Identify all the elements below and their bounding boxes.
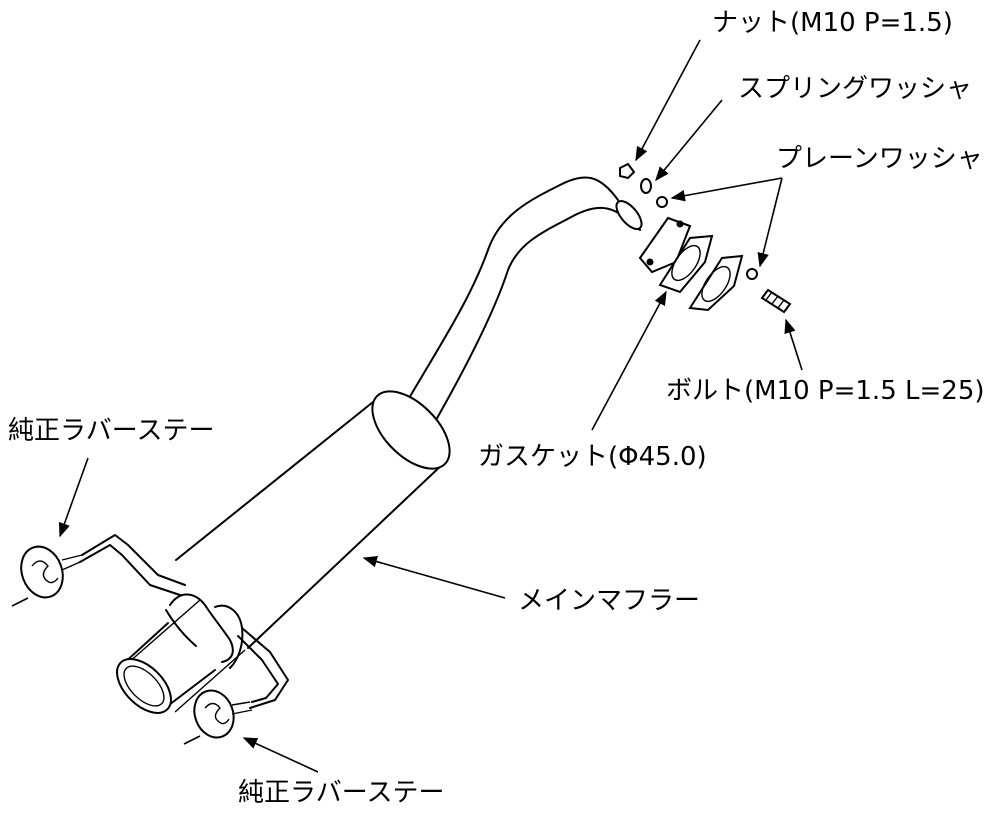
rubber-stay-left (11, 545, 83, 607)
exhaust-pipe (407, 176, 643, 421)
fastener-set (619, 162, 792, 314)
plain-washer-upper-shape (656, 196, 668, 208)
spring-washer-shape (640, 178, 652, 194)
bolt-label: ボルト(M10 P=1.5 L=25) (666, 376, 985, 406)
main-muffler-label: メインマフラー (518, 586, 701, 616)
plain-washer-label: プレーンワッシャ (776, 144, 983, 174)
nut-shape (619, 162, 636, 180)
pipe-flange (638, 216, 692, 274)
gasket-part (658, 234, 714, 294)
leader-lines (58, 39, 803, 773)
spring-washer-label: スプリングワッシャ (738, 74, 973, 104)
plain-washer-lower-shape (746, 268, 758, 280)
bolt-shape (760, 288, 792, 314)
rubber-stay-left-label: 純正ラバーステー (8, 416, 215, 446)
gasket-label: ガスケット(Φ45.0) (478, 442, 707, 472)
tailpipe (116, 622, 216, 714)
mating-flange (688, 254, 744, 312)
rubber-stay-bottom-label: 純正ラバーステー (238, 778, 445, 808)
rubber-stay-bottom (183, 689, 253, 745)
hanger-brackets (79, 534, 289, 709)
nut-label: ナット(M10 P=1.5) (712, 8, 953, 38)
